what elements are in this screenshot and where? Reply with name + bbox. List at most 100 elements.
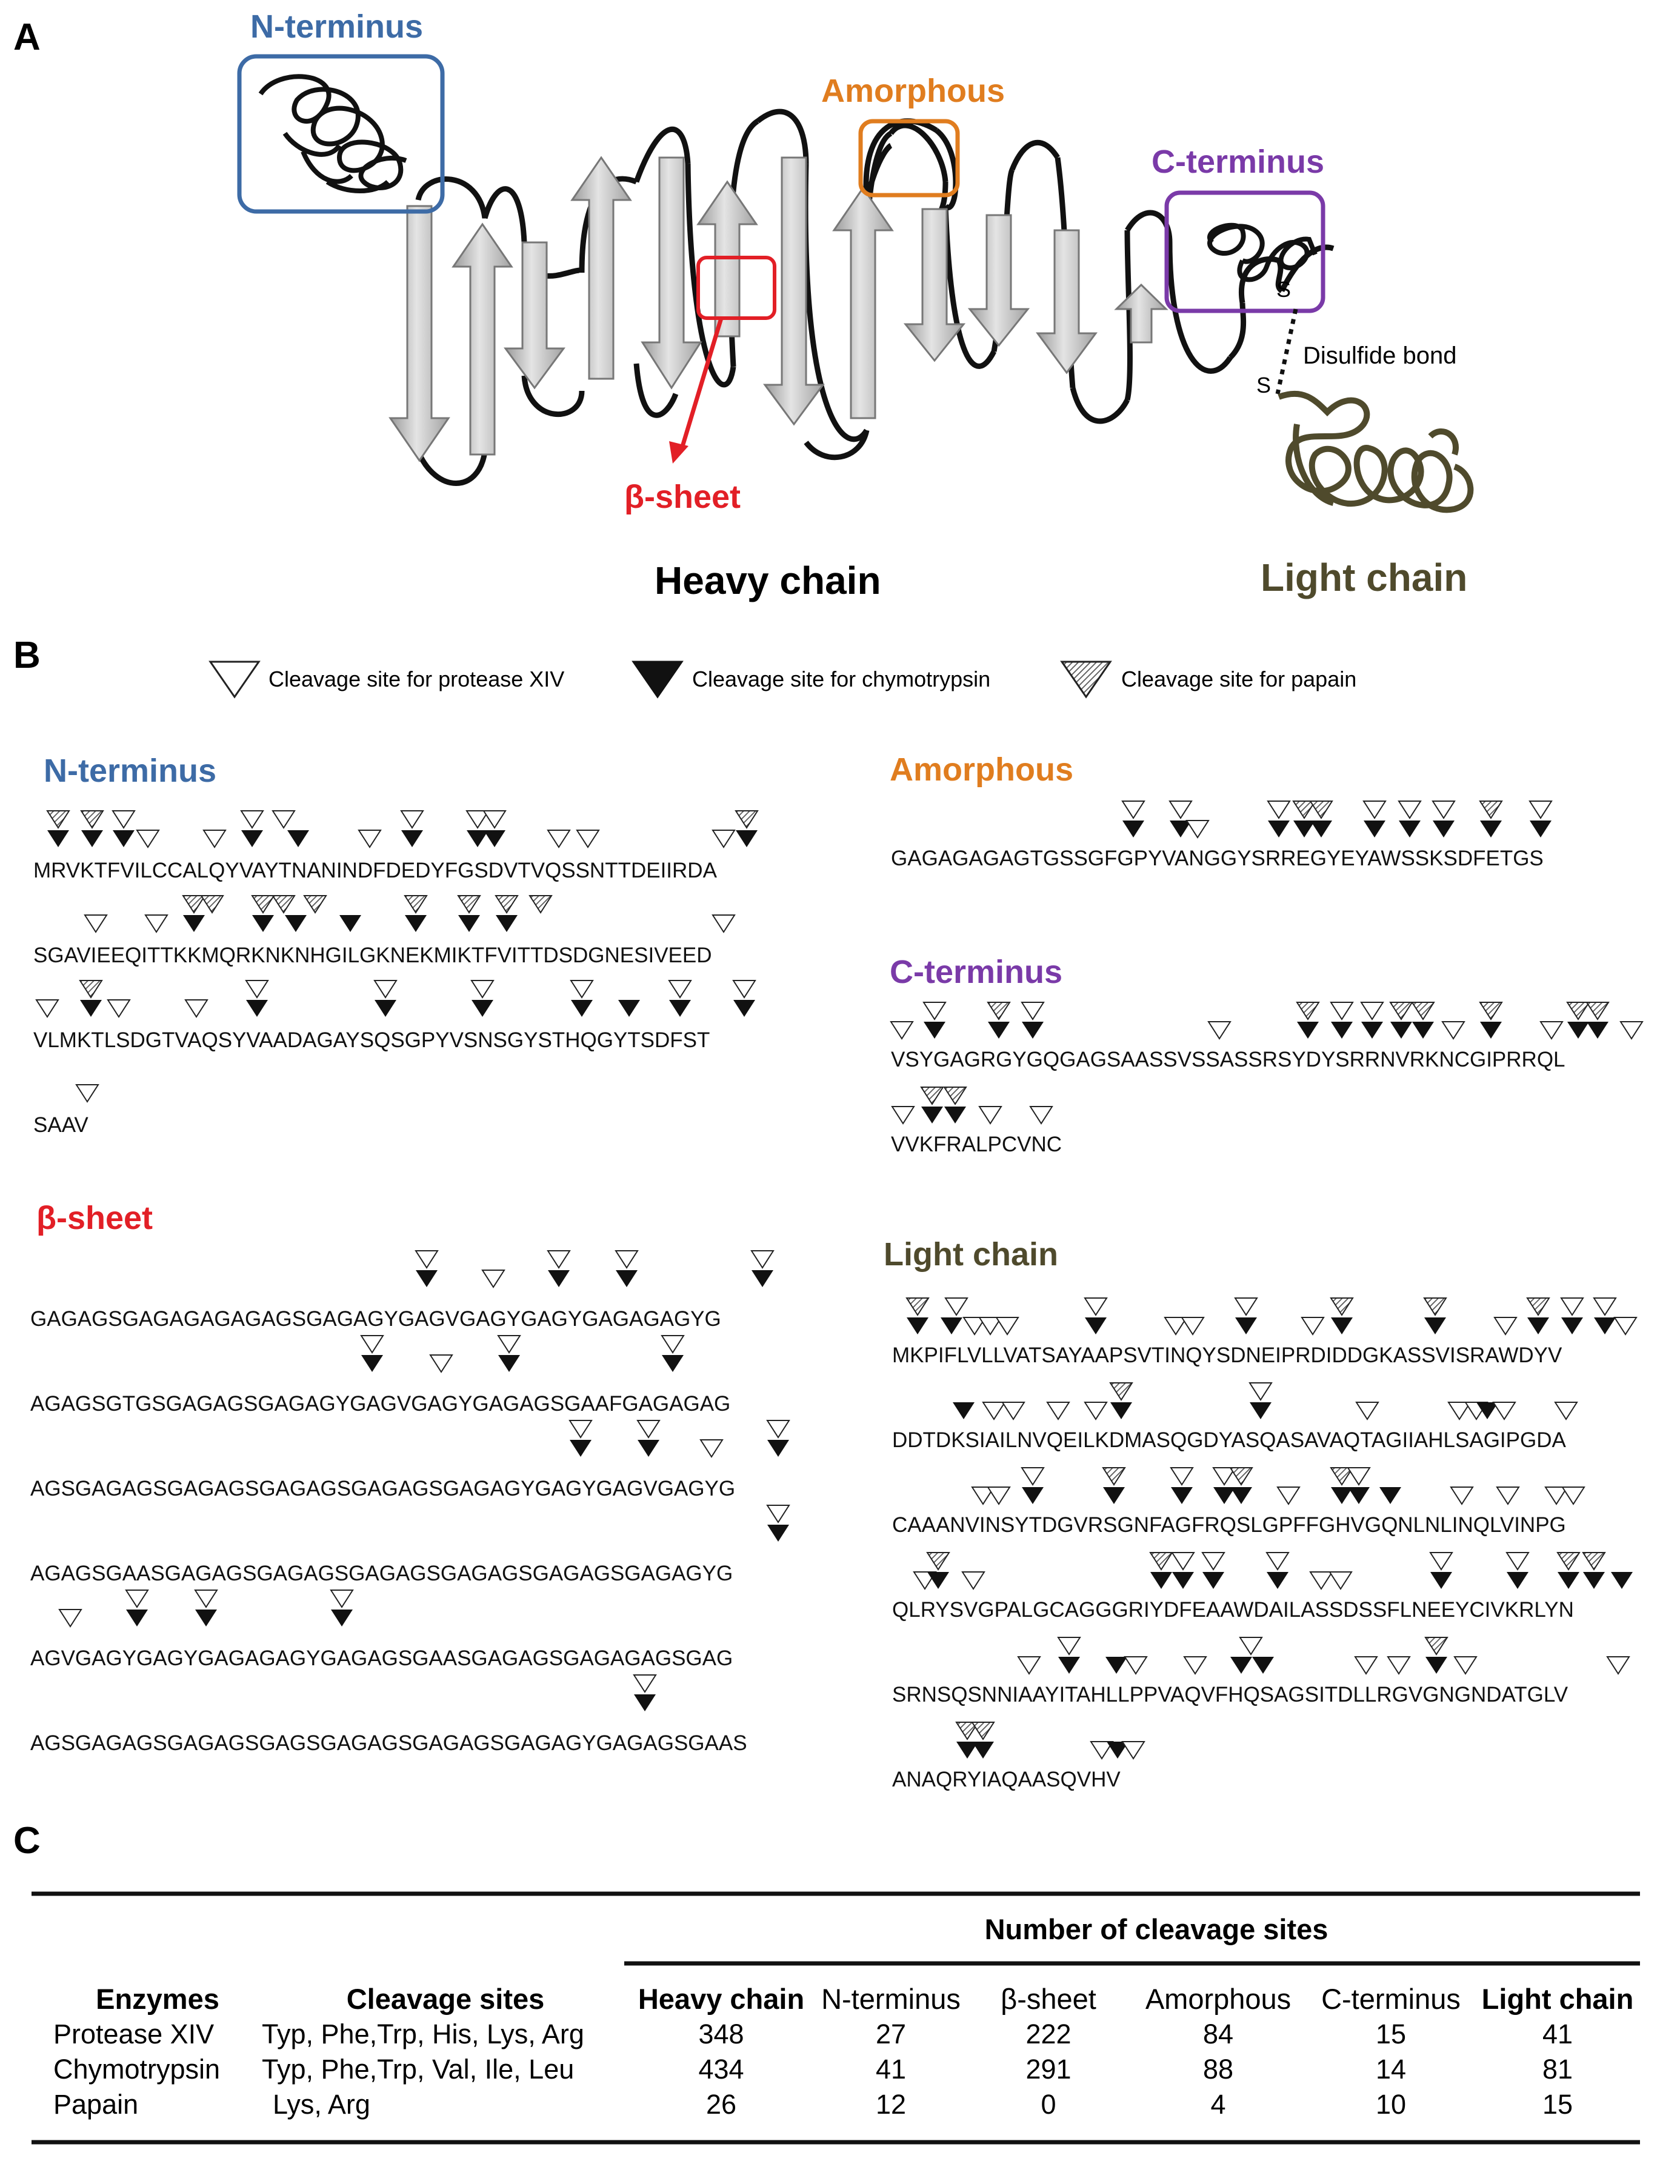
cleavage-marker-protease-xiv bbox=[1360, 1002, 1384, 1020]
n-terminus-count: 27 bbox=[876, 2019, 906, 2049]
cleavage-marker-papain bbox=[80, 810, 104, 829]
cleavage-marker-protease-xiv bbox=[1554, 1402, 1578, 1420]
cleavage-marker-papain bbox=[200, 895, 224, 914]
n-terminus-count: 12 bbox=[876, 2089, 906, 2120]
c-terminus-sequence-title: C-terminus bbox=[890, 954, 1062, 990]
cleavage-marker-chymotrypsin bbox=[1110, 1402, 1132, 1419]
cleavage-marker-chymotrypsin bbox=[331, 1610, 353, 1626]
cleavage-marker-chymotrypsin bbox=[1527, 1317, 1549, 1334]
n-terminus-label: N-terminus bbox=[250, 8, 423, 45]
enzyme-name: Chymotrypsin bbox=[53, 2054, 220, 2085]
c-terminus-count: 14 bbox=[1376, 2054, 1406, 2085]
cleavage-marker-papain bbox=[404, 895, 428, 914]
cleavage-marker-protease-xiv bbox=[699, 1439, 724, 1458]
cleavage-marker-chymotrypsin bbox=[405, 915, 427, 932]
cleavage-marker-protease-xiv bbox=[1606, 1656, 1630, 1675]
cleavage-marker-chymotrypsin bbox=[1230, 1657, 1252, 1674]
cleavage-marker-papain bbox=[1296, 1002, 1320, 1020]
cleavage-marker-protease-xiv bbox=[1328, 1571, 1353, 1590]
cleavage-marker-protease-xiv bbox=[1212, 1467, 1236, 1486]
cleavage-marker-protease-xiv bbox=[1450, 1487, 1474, 1505]
cleavage-marker-chymotrypsin bbox=[1399, 821, 1421, 837]
table-row: Papain Lys, Arg 26 12 0 4 10 15 bbox=[53, 2089, 1573, 2120]
panel-c: C Number of cleavage sites Enzymes Cleav… bbox=[13, 1820, 1640, 2145]
cleavage-marker-papain bbox=[987, 1002, 1011, 1020]
cleavage-marker-papain bbox=[920, 1087, 944, 1105]
cleavage-marker-protease-xiv bbox=[1441, 1021, 1465, 1040]
cleavage-marker-papain bbox=[1479, 801, 1503, 819]
beta-strands bbox=[388, 156, 1168, 462]
strand-9 bbox=[903, 208, 966, 362]
column-header-amorphous: Amorphous bbox=[1145, 1983, 1291, 2015]
strand-10 bbox=[967, 214, 1030, 347]
cleavage-marker-protease-xiv bbox=[1121, 1741, 1145, 1760]
cleavage-marker-papain bbox=[1424, 1637, 1448, 1656]
cleavage-marker-protease-xiv bbox=[576, 830, 600, 848]
cleavage-marker-chymotrypsin bbox=[1230, 1487, 1252, 1504]
cleavage-marker-protease-xiv bbox=[58, 1609, 82, 1628]
cleavage-marker-papain bbox=[735, 810, 759, 829]
cleavage-marker-protease-xiv bbox=[125, 1590, 149, 1608]
c-terminus-seq-line-2: VVKFRALPCVNC bbox=[891, 1133, 1062, 1156]
light-chain-count: 41 bbox=[1542, 2019, 1573, 2049]
cleavage-marker-chymotrypsin bbox=[571, 1000, 593, 1017]
c-terminus-coil bbox=[1207, 222, 1318, 282]
cleavage-marker-chymotrypsin bbox=[1213, 1487, 1235, 1504]
column-header-n-terminus: N-terminus bbox=[821, 1983, 961, 2015]
cleavage-marker-papain bbox=[943, 1087, 967, 1105]
light-chain-seq-line-5: SRNSQSNNIAAYITAHLLPPVAQVFHQSAGSITDLLRGVG… bbox=[892, 1683, 1568, 1706]
beta-sheet-seq-line-5: AGVGAGYGAGYGAGAGAGYGAGAGSGAASGAGAGSGAGAG… bbox=[30, 1646, 733, 1670]
cleavage-marker-protease-xiv bbox=[1181, 1317, 1205, 1336]
cleavage-marker-chymotrypsin bbox=[767, 1525, 789, 1542]
cleavage-marker-chymotrypsin bbox=[1583, 1572, 1605, 1589]
c-terminus-count: 10 bbox=[1376, 2089, 1406, 2120]
cleavage-marker-protease-xiv bbox=[470, 980, 495, 999]
cleavage-marker-chymotrypsin bbox=[339, 915, 361, 932]
cleavage-marker-chymotrypsin bbox=[80, 1000, 102, 1017]
cleavage-marker-papain bbox=[1526, 1297, 1550, 1316]
cleavage-marker-protease-xiv bbox=[1168, 801, 1193, 819]
column-header-beta-sheet: β-sheet bbox=[1001, 1983, 1096, 2015]
n-terminus-seq-line-3: VLMKTLSDGTVAQSYVAADAGAYSQSGPYVSNSGYSTHQG… bbox=[33, 1028, 710, 1052]
cleavage-marker-papain bbox=[1556, 1552, 1581, 1571]
cleavage-marker-chymotrypsin bbox=[1476, 1402, 1498, 1419]
chymotrypsin-legend-label: Cleavage site for chymotrypsin bbox=[692, 667, 990, 691]
cleavage-marker-chymotrypsin bbox=[1172, 1572, 1194, 1589]
cleavage-marker-chymotrypsin bbox=[458, 915, 480, 932]
cleavage-marker-protease-xiv bbox=[890, 1021, 914, 1040]
cleavage-marker-protease-xiv bbox=[1239, 1637, 1263, 1656]
cleavage-marker-chymotrypsin bbox=[361, 1355, 383, 1372]
cleavage-marker-protease-xiv bbox=[136, 830, 160, 848]
enzyme-name: Protease XIV bbox=[53, 2019, 214, 2049]
cleavage-marker-protease-xiv bbox=[1170, 1467, 1194, 1486]
cleavage-marker-protease-xiv bbox=[1330, 1002, 1354, 1020]
cleavage-marker-papain bbox=[1109, 1382, 1133, 1401]
cleavage-marker-chymotrypsin bbox=[375, 1000, 396, 1017]
cleavage-marker-papain bbox=[272, 895, 296, 914]
beta-sheet-seq-line-1: GAGAGSGAGAGAGAGAGSGAGAGYGAGVGAGYGAGYGAGA… bbox=[30, 1307, 721, 1331]
heavy-chain-count: 348 bbox=[698, 2019, 744, 2049]
cleavage-marker-protease-xiv bbox=[1265, 1552, 1290, 1571]
cleavage-marker-chymotrypsin bbox=[1424, 1317, 1446, 1334]
cleavage-marker-chymotrypsin bbox=[662, 1355, 684, 1372]
table-header-row: Enzymes Cleavage sites Heavy chain N-ter… bbox=[96, 1983, 1633, 2015]
beta-sheet-markers bbox=[58, 1250, 790, 1711]
cleavage-marker-protease-xiv bbox=[482, 810, 507, 829]
cleavage-marker-papain bbox=[303, 895, 327, 914]
cleavage-marker-chymotrypsin bbox=[1331, 1317, 1353, 1334]
cleavage-marker-protease-xiv bbox=[1544, 1487, 1568, 1505]
cleavage-marker-chymotrypsin bbox=[1252, 1657, 1274, 1674]
strand-1 bbox=[388, 205, 450, 462]
cleavage-marker-protease-xiv bbox=[1496, 1487, 1520, 1505]
cleavage-marker-chymotrypsin bbox=[113, 830, 135, 847]
cleavage-marker-protease-xiv bbox=[1121, 801, 1145, 819]
light-chain-markers bbox=[905, 1297, 1638, 1760]
cleavage-marker-chymotrypsin bbox=[1348, 1487, 1370, 1504]
cleavage-marker-protease-xiv bbox=[891, 1106, 915, 1125]
light-chain-seq-line-4: QLRYSVGPALGCAGGGRIYDFEAAWDAILASSDSSFLNEE… bbox=[892, 1598, 1574, 1622]
cleavage-marker-protease-xiv bbox=[1561, 1487, 1585, 1505]
cleavage-marker-chymotrypsin bbox=[924, 1022, 945, 1039]
heavy-chain-label: Heavy chain bbox=[655, 559, 881, 602]
cleavage-marker-chymotrypsin bbox=[416, 1270, 438, 1287]
strand-4 bbox=[570, 156, 632, 380]
